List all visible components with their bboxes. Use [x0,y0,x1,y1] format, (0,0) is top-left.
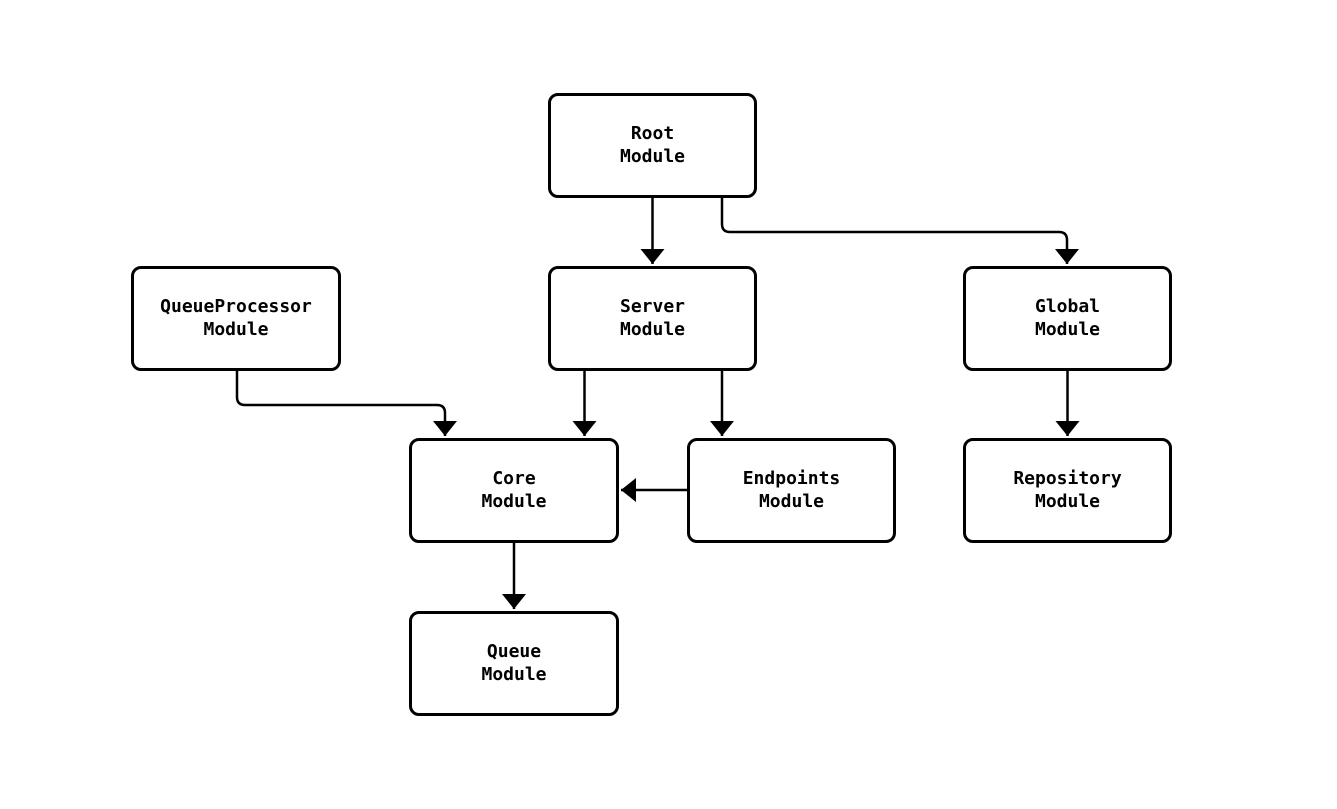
node-queueprocessor-module-label: QueueProcessor Module [160,296,312,340]
node-queueprocessor-module: QueueProcessor Module [131,266,341,371]
edge-root-to-global [720,198,1079,264]
node-endpoints-module-label: Endpoints Module [742,468,841,512]
node-endpoints-module: Endpoints Module [687,438,896,543]
node-core-module-label: Core Module [481,468,547,512]
node-core-module: Core Module [409,438,619,543]
node-repository-module: Repository Module [963,438,1172,543]
node-global-module-label: Global Module [1034,296,1101,340]
node-server-module-label: Server Module [619,296,686,340]
node-root-module: Root Module [548,93,757,198]
node-server-module: Server Module [548,266,757,371]
node-repository-module-label: Repository Module [1013,468,1122,512]
node-root-module-label: Root Module [619,123,686,167]
node-queue-module: Queue Module [409,611,619,716]
edge-queueprocessor-to-core [235,371,457,436]
node-global-module: Global Module [963,266,1172,371]
node-queue-module-label: Queue Module [481,641,547,685]
